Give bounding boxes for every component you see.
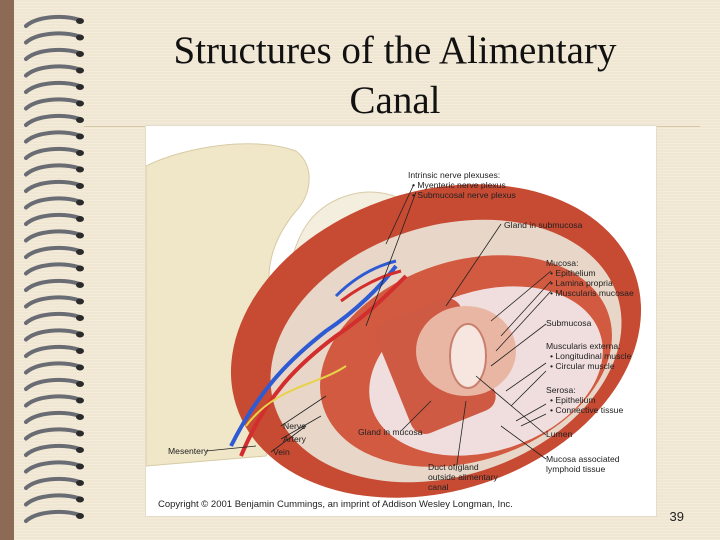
spiral-ring	[24, 229, 84, 243]
spiral-ring	[24, 179, 84, 193]
label-mucosa: Mucosa:	[546, 258, 578, 268]
spiral-ring	[24, 410, 84, 424]
label-submucosal-plexus: • Submucosal nerve plexus	[412, 190, 516, 200]
label-serosa-epithelium: • Epithelium	[550, 395, 596, 405]
artery-vessel	[239, 274, 408, 457]
spiral-ring	[24, 31, 84, 45]
spiral-ring	[24, 163, 84, 177]
label-duct-1: Duct of gland	[428, 462, 479, 472]
label-intrinsic: Intrinsic nerve plexuses:	[408, 170, 500, 180]
spiral-ring	[24, 311, 84, 325]
spiral-ring	[24, 344, 84, 358]
page-number: 39	[669, 509, 684, 524]
spiral-ring	[24, 113, 84, 127]
spiral-ring	[24, 130, 84, 144]
label-lumen: Lumen	[546, 429, 572, 439]
notebook-spiral-rings	[24, 14, 84, 523]
label-circular: • Circular muscle	[550, 361, 615, 371]
label-gland-mucosa: Gland in mucosa	[358, 427, 423, 437]
slide-title: Structures of the Alimentary Canal	[173, 29, 617, 122]
spiral-ring	[24, 427, 84, 441]
spiral-ring	[24, 97, 84, 111]
label-nerve: Nerve	[283, 421, 306, 431]
label-mesentery: Mesentery	[168, 446, 209, 456]
vein-vessel	[229, 264, 398, 447]
spiral-ring	[24, 509, 84, 523]
label-myenteric: • Myenteric nerve plexus	[412, 180, 506, 190]
leader-lines	[205, 183, 552, 472]
label-lamina-propria: • Lamina propria	[550, 278, 613, 288]
label-epithelium: • Epithelium	[550, 268, 596, 278]
spiral-ring	[24, 476, 84, 490]
spiral-ring	[24, 328, 84, 342]
spiral-ring	[24, 377, 84, 391]
label-serosa: Serosa:	[546, 385, 576, 395]
spiral-ring	[24, 64, 84, 78]
label-malt-1: Mucosa associated	[546, 454, 620, 464]
spiral-ring	[24, 146, 84, 160]
lumen	[449, 323, 487, 389]
artery-branch	[340, 269, 402, 303]
spiral-ring	[24, 460, 84, 474]
vein-branch	[334, 259, 397, 298]
spiral-ring	[24, 262, 84, 276]
spiral-ring	[24, 196, 84, 210]
label-gland-submucosa: Gland in submucosa	[504, 220, 583, 230]
spiral-ring	[24, 47, 84, 61]
spiral-ring	[24, 14, 84, 28]
label-longitudinal: • Longitudinal muscle	[550, 351, 632, 361]
label-submucosa: Submucosa	[546, 318, 592, 328]
spiral-ring	[24, 394, 84, 408]
label-muscularis-externa: Muscularis externa:	[546, 341, 621, 351]
spiral-ring	[24, 80, 84, 94]
label-muscularis-mucosae: • Muscularis mucosae	[550, 288, 634, 298]
spiral-ring	[24, 278, 84, 292]
label-duct-3: canal	[428, 482, 449, 492]
label-artery: Artery	[283, 434, 307, 444]
spiral-ring	[24, 443, 84, 457]
copyright-notice: Copyright © 2001 Benjamin Cummings, an i…	[158, 499, 513, 510]
label-vein: Vein	[273, 447, 290, 457]
label-duct-2: outside alimentary	[428, 472, 498, 482]
spiral-ring	[24, 295, 84, 309]
spiral-ring	[24, 245, 84, 259]
spiral-ring	[24, 361, 84, 375]
spiral-ring	[24, 493, 84, 507]
spiral-ring	[24, 212, 84, 226]
slide: Structures of the Alimentary Canal	[14, 0, 720, 540]
label-connective-tissue: • Connective tissue	[550, 405, 623, 415]
anatomy-illustration: Intrinsic nerve plexuses: • Myenteric ne…	[145, 143, 642, 498]
alimentary-canal-diagram: Intrinsic nerve plexuses: • Myenteric ne…	[145, 126, 656, 516]
nerve-fiber	[245, 365, 347, 427]
label-malt-2: lymphoid tissue	[546, 464, 605, 474]
